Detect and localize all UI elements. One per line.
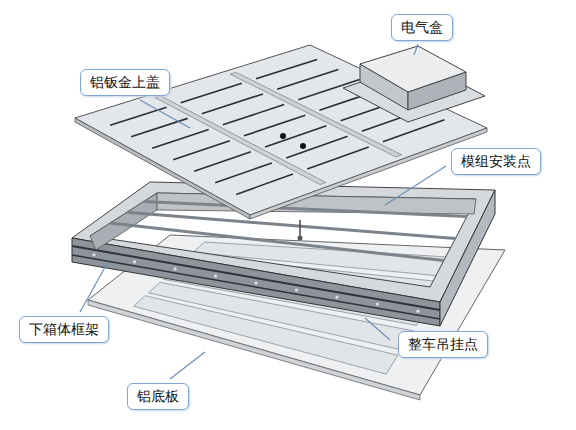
- hanging-point: [92, 253, 95, 256]
- callout-box: 下箱体框架: [19, 316, 109, 343]
- module-mount-rail: [144, 202, 467, 217]
- leader-lines: [80, 44, 446, 379]
- hanging-point: [335, 295, 338, 298]
- cover-slot: [307, 147, 369, 169]
- cover-slot: [181, 83, 242, 102]
- cover-slot: [244, 115, 305, 136]
- leader-line: [414, 44, 418, 55]
- cover-slot: [202, 94, 263, 114]
- cover-hole: [300, 143, 306, 149]
- bolt: [298, 236, 303, 241]
- cover-slot: [173, 141, 230, 160]
- hanging-point: [376, 303, 379, 306]
- module-mount-rail: [110, 223, 444, 261]
- leader-line: [365, 318, 390, 340]
- leader-line: [140, 100, 190, 128]
- cover-slot: [194, 152, 251, 172]
- frame-front-face: [72, 238, 440, 326]
- module-mounts: [110, 202, 467, 261]
- callout-label: 整车吊挂点: [408, 336, 478, 353]
- box-top: [360, 46, 466, 92]
- callout-label: 铝钣金上盖: [90, 74, 160, 91]
- cover-slot: [131, 118, 188, 136]
- cover-slot: [286, 136, 347, 158]
- callout-box: 铝底板: [127, 383, 189, 410]
- callout-box: 铝钣金上盖: [80, 69, 170, 96]
- cover-slot: [215, 163, 272, 183]
- cover-slot: [256, 59, 317, 78]
- frame-rail: [72, 255, 440, 319]
- hanging-point: [133, 260, 136, 263]
- hanging-point: [214, 274, 217, 277]
- hanging-points: [92, 253, 419, 313]
- hanging-point: [416, 310, 419, 313]
- leader-line: [80, 262, 108, 312]
- cover-slot: [223, 105, 284, 125]
- callout-box: 模组安装点: [451, 148, 541, 175]
- hanging-point: [173, 267, 176, 270]
- leader-line: [170, 352, 205, 379]
- cover-slot: [383, 120, 445, 142]
- leader-line: [385, 166, 446, 205]
- frame-rail: [72, 246, 440, 310]
- callout-label: 模组安装点: [461, 153, 531, 170]
- bolt: [299, 220, 301, 236]
- hanging-point: [254, 281, 257, 284]
- callout-label: 铝底板: [137, 388, 179, 405]
- cover-hole: [280, 133, 286, 139]
- cover-slot: [236, 174, 293, 194]
- cover-slot: [265, 126, 326, 147]
- callout-box: 整车吊挂点: [398, 331, 488, 358]
- callout-label: 下箱体框架: [29, 321, 99, 338]
- callout-label: 电气盒: [401, 19, 443, 36]
- module-mount-rail: [127, 212, 455, 238]
- top-cover: [75, 45, 487, 215]
- hanging-point: [295, 288, 298, 291]
- cover-slot: [277, 70, 338, 90]
- callout-box: 电气盒: [391, 14, 453, 41]
- cover-slot: [152, 130, 209, 149]
